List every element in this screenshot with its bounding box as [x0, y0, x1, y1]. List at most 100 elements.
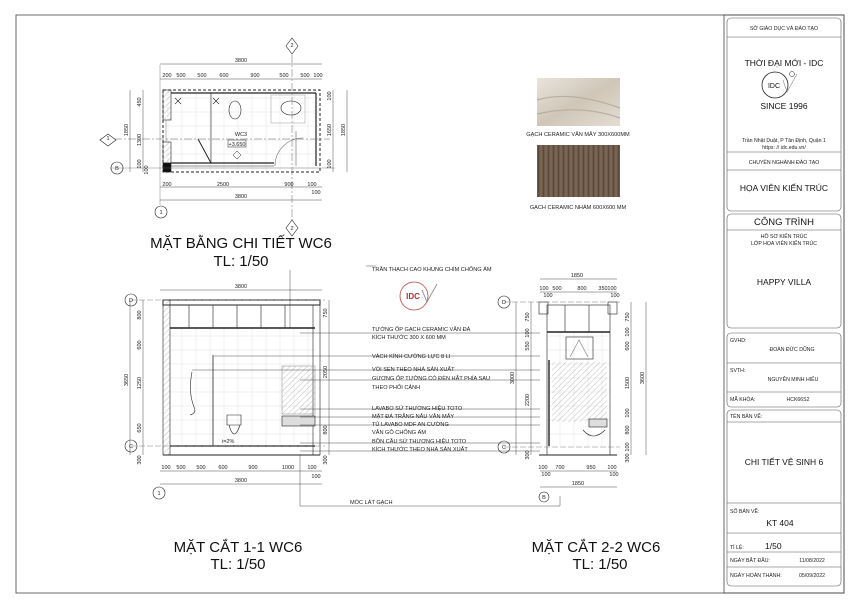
title-block-frame — [723, 14, 845, 594]
section-marker-icon — [99, 133, 117, 147]
dimension-label: 600 — [218, 465, 227, 471]
grid-bubble-d — [124, 293, 138, 307]
floor-plan — [99, 37, 348, 237]
ceiling-frame — [564, 305, 590, 332]
end-date: 05/09/2022 — [799, 573, 825, 579]
gvhd: ĐOÀN ĐỨC DŨNG — [769, 346, 814, 353]
grid-label-b: B — [542, 495, 546, 501]
grid-bubble-d — [497, 295, 511, 309]
dimension-label: 100 — [311, 474, 320, 480]
project-sub2: LỚP HỌA VIÊN KIẾN TRÚC — [751, 239, 817, 247]
dimension-label: 100 — [311, 190, 320, 196]
annotation-label: TỦ LAVABO MDF AN CƯỜNG — [372, 421, 449, 428]
wall — [162, 89, 172, 121]
grid-label-c: C — [129, 444, 133, 450]
annotation-label: VÁCH KÍNH CƯỜNG LỰC 8 LI — [372, 353, 451, 360]
dimension-label: 100 — [543, 293, 552, 299]
dimension-label: 1850 — [341, 124, 347, 136]
dimension-label: 750 — [525, 312, 531, 321]
section-2-title: MẶT CẮT 2-2 WC6 — [532, 538, 661, 556]
grid-bubble-1 — [152, 486, 166, 500]
svth-label: SVTH: — [730, 368, 745, 374]
room-level: +3.650 — [229, 142, 246, 148]
dimension-label: 100 — [144, 165, 150, 174]
material-swatch-wood — [537, 145, 620, 197]
gvhd-label: GVHD: — [730, 338, 746, 344]
grid-bubble-b — [538, 491, 550, 503]
grid-label-b: B — [115, 166, 119, 172]
dimension-label: 1850 — [124, 124, 130, 136]
plan-title: MẶT BẰNG CHI TIẾT WC6 — [150, 234, 332, 252]
dimension-label: 300 — [625, 453, 631, 462]
dimension-label: 350 — [598, 286, 607, 292]
dimension-label: 750 — [323, 308, 329, 317]
column — [162, 162, 172, 173]
material-legend: GẠCH CERAMIC VÂN MÂY 300X600MM GẠCH CERA… — [526, 78, 630, 211]
dimension-label: 100 — [327, 159, 333, 168]
project-name: HAPPY VILLA — [757, 277, 812, 287]
dimension-label: 100 — [609, 472, 618, 478]
level-marker-icon — [232, 150, 242, 160]
dimension-label: 500 — [176, 73, 185, 79]
dimension-label: 600 — [219, 73, 228, 79]
dimension-label: 100 — [307, 182, 316, 188]
dimension-label: 1300 — [137, 134, 143, 146]
dimension-label: 100 — [541, 472, 550, 478]
floor-slope: i=2% — [222, 439, 234, 445]
dimension-label: 500 — [279, 73, 288, 79]
dimension-label: 1500 — [625, 377, 631, 389]
dimension-label: 3650 — [124, 374, 130, 386]
dimension-label: 1850 — [572, 481, 584, 487]
dimension-label: 100 — [625, 327, 631, 336]
material-label: GẠCH CERAMIC NHÁM 600X600 MM — [530, 204, 627, 211]
dimension-label: 900 — [284, 182, 293, 188]
scale-value: 1/50 — [765, 541, 782, 551]
course: HCK66S2 — [786, 397, 809, 403]
annotation-label: MÓC LÁT GẠCH — [350, 499, 392, 506]
lavabo-icon — [280, 100, 302, 116]
drawing-no-label: SỐ BẢN VẼ: — [730, 508, 759, 515]
section-marker-icon — [285, 219, 299, 237]
dimension-label: 650 — [137, 423, 143, 432]
website-link[interactable]: https: // idc.edu.vn/ — [762, 145, 806, 151]
grid-label-c: C — [502, 445, 506, 451]
toilet-icon — [228, 100, 242, 120]
grid-bubble-b — [110, 161, 124, 175]
dimension-label: 200 — [162, 182, 171, 188]
glass-partition — [197, 138, 212, 164]
dimension-label: 3800 — [235, 478, 247, 484]
dimension-label: 600 — [137, 340, 143, 349]
dimension-label: 750 — [625, 312, 631, 321]
dimension-label: 550 — [525, 341, 531, 350]
dimension-label: 800 — [577, 286, 586, 292]
dimension-label: 100 — [525, 328, 531, 337]
drawing-name-label: TÊN BẢN VẼ: — [730, 412, 762, 420]
drawing-name: CHI TIẾT VỆ SINH 6 — [745, 457, 824, 467]
grid-bubble-c — [124, 439, 138, 453]
svg-text:IDC: IDC — [406, 292, 420, 301]
logo-text: IDC — [768, 83, 780, 90]
dimension-label: 2500 — [217, 182, 229, 188]
dimension-label: 900 — [250, 73, 259, 79]
dimension-label: 500 — [300, 73, 309, 79]
dimension-label: 100 — [625, 408, 631, 417]
window — [565, 336, 594, 360]
annotation-label: BỒN CẦU SỨ THƯƠNG HIỆU TOTO — [372, 437, 467, 445]
annotation-label: KÍCH THƯỚC THEO NHÀ SẢN XUẤT — [372, 446, 468, 453]
dimension-label: 100 — [327, 91, 333, 100]
dimension-label: 3000 — [510, 372, 516, 384]
dimension-label: 450 — [137, 97, 143, 106]
dimension-label: 800 — [625, 425, 631, 434]
dimension-label: 100 — [307, 465, 316, 471]
end-date-label: NGÀY HOÀN THÀNH: — [730, 572, 782, 579]
room-name: WC3 — [235, 132, 247, 138]
dimension-label: 3800 — [235, 58, 247, 64]
dimension-label: 900 — [248, 465, 257, 471]
dimension-label: 100 — [161, 465, 170, 471]
major-label: CHUYÊN NGHÀNH ĐÀO TẠO — [749, 158, 820, 166]
annotation-label: LAVABO SỨ THƯƠNG HIỆU TOTO — [372, 404, 463, 412]
start-date-label: NGÀY BẮT ĐẦU: — [730, 556, 770, 564]
annotation-label: GƯƠNG ỐP TƯỜNG CÓ ĐÈN HẮT PHÍA SAU — [372, 374, 490, 382]
material-label: GẠCH CERAMIC VÂN MÂY 300X600MM — [526, 131, 630, 138]
